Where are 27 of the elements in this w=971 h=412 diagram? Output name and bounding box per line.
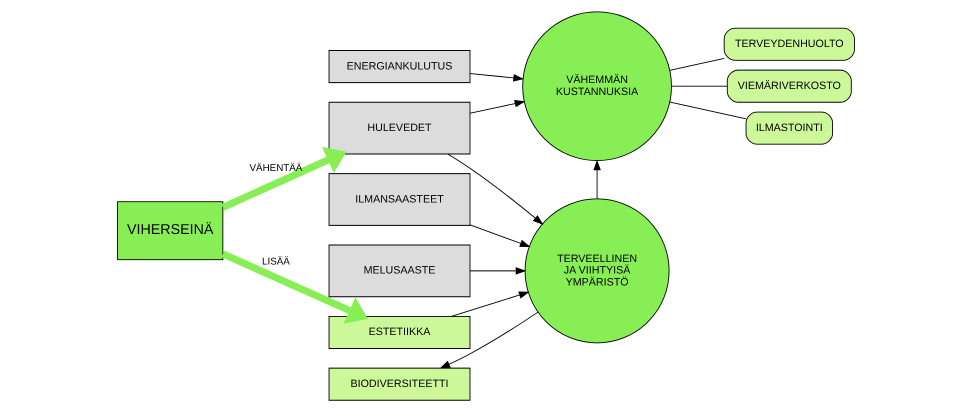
connector [669,102,746,120]
edge-label: LISÄÄ [262,256,290,268]
arrow [450,291,530,317]
node-box: BIODIVERSITEETTI [328,368,470,401]
connector [669,58,724,71]
node-box: VIEMÄRIVERKOSTO [726,70,852,103]
node-circle: VÄHEMMÄN KUSTANNUKSIA [522,11,672,162]
edge-label: VÄHENTÄÄ [249,162,302,174]
arrow [469,224,530,247]
connector [670,86,727,87]
node-box: ILMANSAASTEET [328,173,470,226]
arrow [438,312,538,369]
node-circle: TERVEELLINEN JA VIIHTYISÄ YMPÄRISTÖ [524,198,670,344]
node-box: TERVEYDENHUOLTO [723,28,854,61]
node-box: VIHERSEINÄ [116,201,223,260]
node-box: HULEVEDET [328,102,470,154]
node-box: MELUSAASTE [328,244,470,298]
node-box: ESTETIIKKA [328,316,470,349]
arrow [446,154,543,225]
arrow [221,250,368,324]
node-box: ENERGIANKULUTUS [328,50,470,84]
arrow [469,73,524,82]
arrow [592,160,600,200]
arrow [469,267,526,275]
node-box: ILMASTOINTI [745,112,833,145]
arrow [221,146,346,211]
arrow [469,100,525,114]
